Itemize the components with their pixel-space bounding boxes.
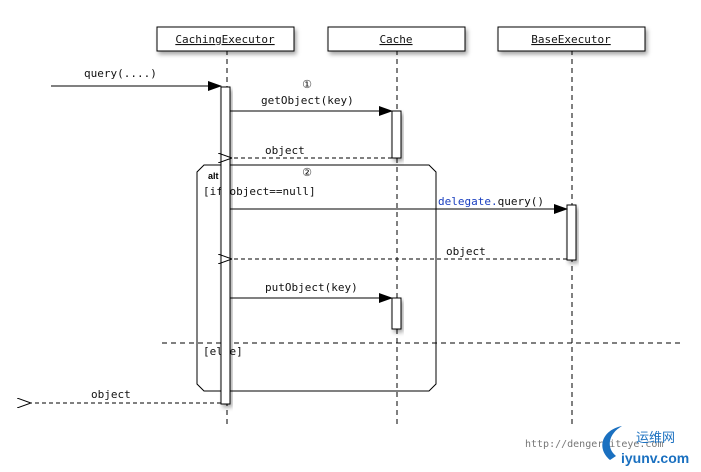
participant-label: CachingExecutor	[175, 33, 275, 46]
activation-base-executor	[566, 204, 577, 261]
message-label: putObject(key)	[265, 281, 358, 294]
participant-cache[interactable]: Cache	[327, 26, 466, 52]
message-put-object[interactable]: putObject(key)	[230, 281, 393, 303]
watermark: http://denger.iteye.com 运维网 iyunv.com	[525, 426, 689, 466]
message-label: object	[265, 144, 305, 157]
activation-cache-1	[391, 110, 402, 159]
participant-label: BaseExecutor	[531, 33, 611, 46]
watermark-site-cn: 运维网	[636, 431, 675, 446]
message-object-return-cache[interactable]: object	[232, 144, 392, 158]
alt-fragment: alt [if object==null] [else]	[196, 164, 437, 392]
participant-base-executor[interactable]: BaseExecutor	[497, 26, 646, 52]
watermark-url: http://denger.iteye.com	[525, 439, 663, 450]
fragment-operator: alt	[208, 171, 219, 181]
watermark-logo-icon	[602, 426, 622, 460]
message-delegate-query[interactable]: delegate.query()	[230, 195, 568, 214]
participant-caching-executor[interactable]: CachingExecutor	[156, 26, 295, 52]
message-label: getObject(key)	[261, 94, 354, 107]
message-object-return-base[interactable]: object	[232, 245, 567, 259]
message-label: object	[91, 388, 131, 401]
guard-if: [if object==null]	[203, 185, 316, 198]
message-query[interactable]: query(....)	[51, 67, 222, 91]
keyword-delegate: delegate.	[438, 195, 498, 208]
activation-cache-2	[391, 297, 402, 330]
message-label: query(....)	[84, 67, 157, 80]
message-label: object	[446, 245, 486, 258]
watermark-site: iyunv.com	[621, 450, 689, 466]
message-object-return-external[interactable]: object	[31, 388, 221, 403]
step-marker-1: ①	[302, 78, 312, 91]
activation-caching-executor	[220, 86, 231, 405]
message-label: delegate.query()	[438, 195, 544, 208]
message-get-object[interactable]: ① getObject(key)	[230, 78, 393, 116]
participant-label: Cache	[379, 33, 412, 46]
step-marker-2: ②	[302, 166, 312, 179]
